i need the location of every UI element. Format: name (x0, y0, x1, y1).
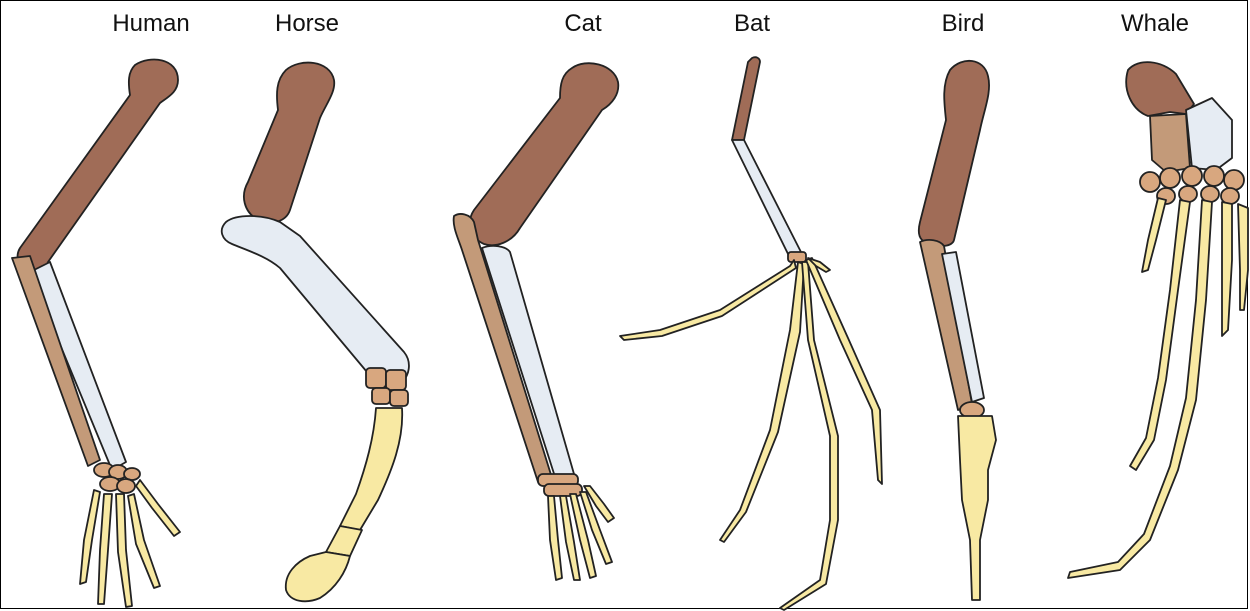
bat-phalanges (620, 258, 882, 610)
bird-limb (919, 61, 996, 600)
bat-limb (620, 57, 882, 610)
bat-radius (732, 140, 802, 258)
bird-humerus (919, 61, 989, 246)
whale-humerus (1126, 62, 1194, 116)
horse-phalanges (286, 408, 402, 601)
bat-humerus (732, 57, 760, 140)
human-humerus (18, 60, 178, 274)
human-limb (12, 60, 180, 607)
cat-limb (454, 63, 619, 580)
whale-phalanges (1068, 198, 1248, 578)
bat-carpals (788, 252, 806, 262)
bird-phalanges (958, 416, 996, 600)
cat-phalanges (548, 486, 614, 580)
horse-humerus (244, 63, 334, 223)
whale-limb (1068, 62, 1248, 578)
cat-humerus (470, 63, 618, 245)
whale-ulna (1150, 114, 1190, 172)
horse-ulna (222, 216, 409, 388)
whale-carpals (1140, 166, 1244, 204)
horse-limb (222, 63, 409, 602)
human-carpals (94, 463, 140, 493)
cat-carpals (538, 474, 582, 496)
horse-carpals (366, 368, 408, 406)
whale-radius (1186, 98, 1232, 170)
human-phalanges (80, 480, 180, 607)
